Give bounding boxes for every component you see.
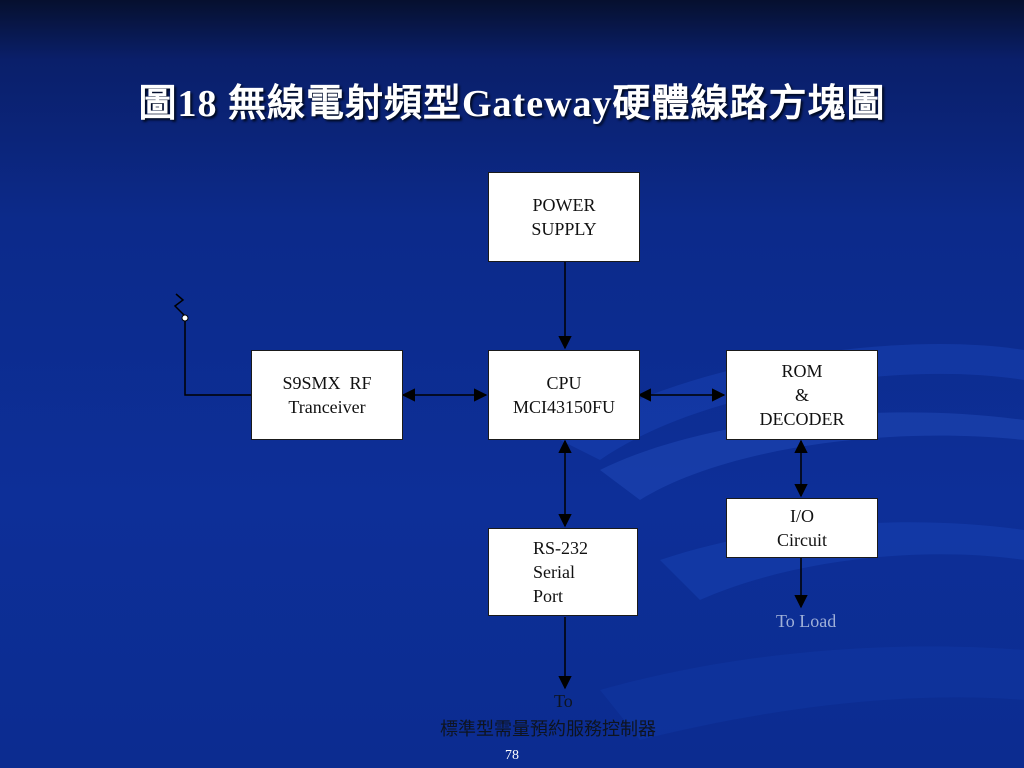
controller-label: 標準型需量預約服務控制器 xyxy=(440,719,656,739)
cpu-line-2: MCI43150FU xyxy=(512,397,615,417)
rs232-line-1: RS-232 xyxy=(533,538,589,558)
io-line-1: I/O xyxy=(790,506,814,526)
slide-title: 圖18 無線電射頻型Gateway硬體線路方塊圖 xyxy=(138,83,886,125)
rom-line-2: & xyxy=(794,385,809,405)
rom-line-3: DECODER xyxy=(759,409,845,429)
to-label: To xyxy=(554,691,573,711)
rf-line-1: S9SMX RF xyxy=(282,373,372,393)
to-load-label: To Load xyxy=(776,611,837,631)
rom-line-1: ROM xyxy=(781,361,823,381)
rf-line-2: Tranceiver xyxy=(288,397,366,417)
power-supply-line-1: POWER xyxy=(532,195,596,215)
io-circuit-block: I/O Circuit xyxy=(726,498,878,558)
rf-tranceiver-block: S9SMX RF Tranceiver xyxy=(251,350,403,440)
rs232-line-3: Port xyxy=(533,586,564,606)
cpu-block: CPU MCI43150FU xyxy=(488,350,640,440)
rom-decoder-block: ROM & DECODER xyxy=(726,350,878,440)
rs232-line-2: Serial xyxy=(533,562,575,582)
cpu-line-1: CPU xyxy=(546,373,582,393)
rs232-serial-port-block: RS-232 Serial Port xyxy=(488,528,638,616)
page-number: 78 xyxy=(505,748,519,763)
power-supply-block: POWER SUPPLY xyxy=(488,172,640,262)
power-supply-line-2: SUPPLY xyxy=(531,219,597,239)
antenna-icon xyxy=(173,293,252,396)
io-line-2: Circuit xyxy=(777,530,827,550)
